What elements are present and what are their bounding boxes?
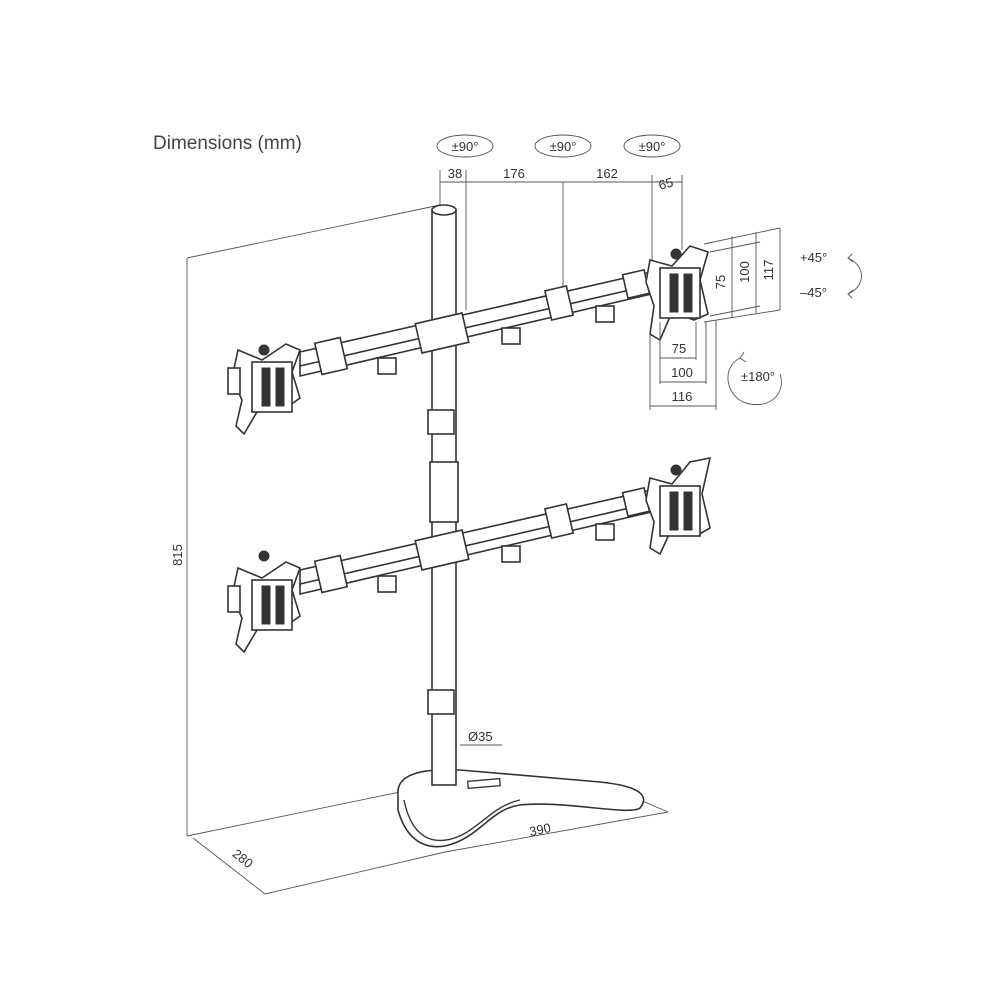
lower-arm xyxy=(299,486,661,596)
rotation-180-indicator xyxy=(727,351,782,406)
vertical-pole xyxy=(427,204,459,786)
dim-depth: 280 xyxy=(230,846,256,871)
tilt-down-label: –45° xyxy=(800,285,827,300)
diagram-title: Dimensions (mm) xyxy=(153,133,302,154)
dim-height: 815 xyxy=(170,544,185,566)
tilt-indicator xyxy=(847,253,862,299)
vesa-plate-upper-left xyxy=(227,343,302,436)
dim-176: 176 xyxy=(503,166,525,181)
vesa-plate-lower-left xyxy=(227,550,302,654)
dim-162: 162 xyxy=(596,166,618,181)
upper-arm xyxy=(299,268,661,378)
rotation-badge-2: ±90° xyxy=(534,134,592,158)
rotation-badge-3: ±90° xyxy=(623,134,681,158)
vesa-h-100: 100 xyxy=(671,365,693,380)
vesa-horizontal-dims xyxy=(649,320,717,410)
stand-base xyxy=(397,768,645,848)
vesa-v-117: 117 xyxy=(761,260,776,281)
dim-pole-diameter: Ø35 xyxy=(468,729,493,744)
vesa-v-100: 100 xyxy=(737,261,752,283)
vesa-vertical-dims xyxy=(703,227,781,323)
dim-38: 38 xyxy=(448,166,462,181)
rotation-180-label: ±180° xyxy=(741,369,775,384)
vesa-plate-upper-right xyxy=(645,245,709,342)
vesa-h-75: 75 xyxy=(672,341,686,356)
height-dimension xyxy=(186,204,441,837)
vesa-plate-lower-right xyxy=(645,456,712,556)
vesa-v-75: 75 xyxy=(713,275,728,289)
top-dimension-line xyxy=(439,170,683,310)
vesa-h-116: 116 xyxy=(672,389,693,404)
dim-65: 65 xyxy=(657,175,675,193)
tilt-up-label: +45° xyxy=(800,250,827,265)
rotation-label: ±90° xyxy=(550,139,577,154)
rotation-badge-1: ±90° xyxy=(436,134,494,158)
dim-width: 390 xyxy=(528,820,552,839)
rotation-label: ±90° xyxy=(452,139,479,154)
base-dimensions xyxy=(192,799,669,895)
rotation-label: ±90° xyxy=(639,139,666,154)
